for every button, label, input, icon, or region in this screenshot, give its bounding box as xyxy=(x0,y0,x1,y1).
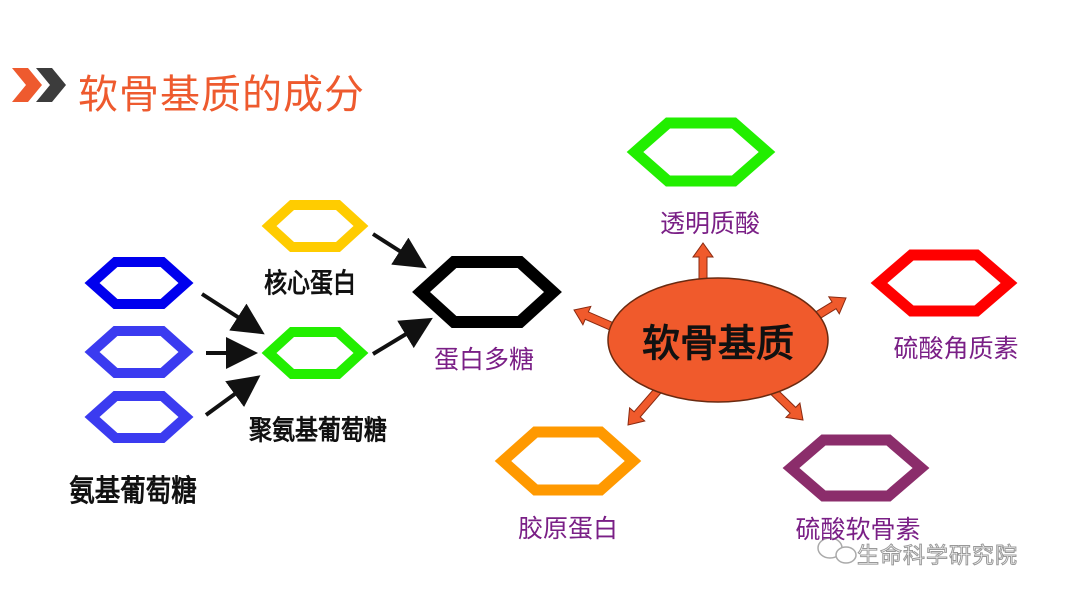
page-title: 软骨基质的成分 xyxy=(78,72,365,118)
label-core-protein: 核心蛋白 xyxy=(264,268,356,300)
label-hyaluronic-acid: 透明质酸 xyxy=(659,209,761,238)
label-keratan-sulfate: 硫酸角质素 xyxy=(893,334,1019,363)
cartilage-matrix-ellipse xyxy=(607,277,829,403)
arrow xyxy=(371,317,433,356)
hexagon-hyaluronic-acid xyxy=(626,117,776,187)
hexagon-glucosamine-2 xyxy=(84,326,194,378)
label-chondroitin-sulfate: 硫酸软骨素 xyxy=(795,515,921,544)
hexagon-collagen xyxy=(494,426,642,496)
chevron-icon xyxy=(12,68,42,102)
center-label: 软骨基质 xyxy=(641,321,795,366)
hexagon-glycosaminoglycan xyxy=(261,327,369,379)
hexagon-core-protein xyxy=(261,200,369,252)
wechat-icon xyxy=(817,537,857,564)
hexagon-keratan-sulfate xyxy=(870,249,1018,317)
label-collagen: 胶原蛋白 xyxy=(517,514,619,543)
label-proteoglycan: 蛋白多糖 xyxy=(433,345,535,374)
chevron-icon xyxy=(36,68,66,102)
block-arrow xyxy=(627,384,664,426)
hexagon-chondroitin-sulfate xyxy=(782,434,930,502)
arrow xyxy=(200,292,265,335)
watermark: 生命科学研究院 xyxy=(856,544,1019,570)
arrow xyxy=(371,232,427,269)
hexagon-glucosamine-1 xyxy=(84,257,194,309)
hexagon-glucosamine-3 xyxy=(84,391,194,443)
hexagon-proteoglycan xyxy=(412,256,562,328)
label-glucosamine: 氨基葡萄糖 xyxy=(69,474,197,509)
arrow xyxy=(204,375,261,417)
label-glycosaminoglycan: 聚氨基葡萄糖 xyxy=(249,415,387,447)
